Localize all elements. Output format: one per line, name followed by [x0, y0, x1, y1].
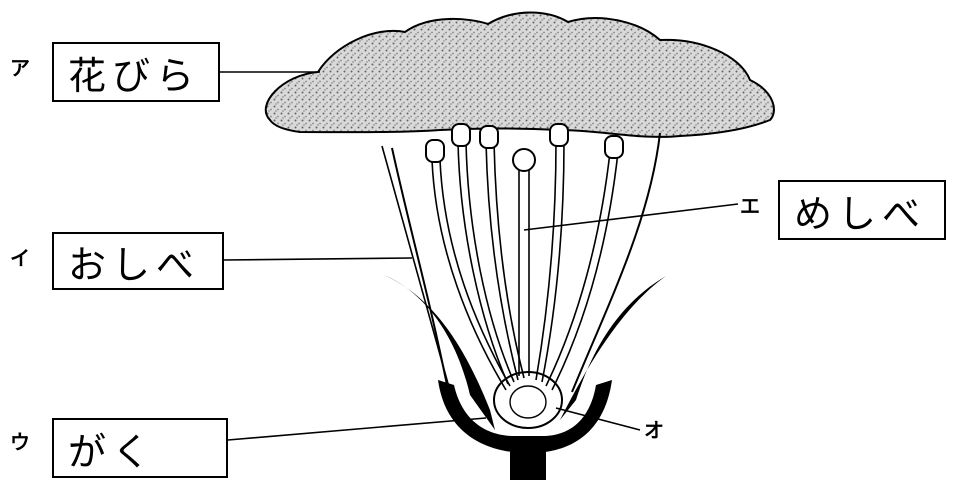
- label-marker-a: ア: [10, 58, 30, 78]
- petal-shape: [266, 13, 774, 137]
- stigma-shape: [513, 149, 535, 171]
- stem-shape: [510, 440, 546, 480]
- label-marker-o: オ: [644, 420, 664, 440]
- label-marker-e: エ: [740, 196, 760, 216]
- leader-line-i: [224, 258, 412, 260]
- label-marker-i: イ: [10, 248, 30, 268]
- right-sepal-shape: [560, 276, 666, 420]
- answer-box-pistil: めしべ: [778, 180, 946, 240]
- answer-box-sepal: がく: [52, 418, 228, 478]
- label-marker-u: ウ: [10, 432, 30, 452]
- answer-box-stamen: おしべ: [52, 232, 224, 290]
- ovary-shape: [494, 372, 562, 428]
- answer-box-petal: 花びら: [52, 42, 220, 102]
- leader-line-u: [228, 418, 486, 440]
- leader-line-e: [524, 204, 738, 230]
